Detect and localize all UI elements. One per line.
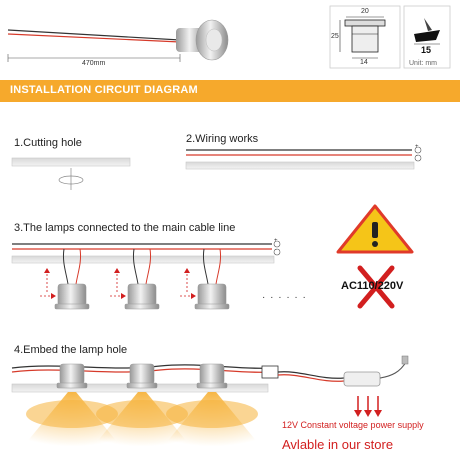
unit-label: Unit: mm [409, 60, 437, 67]
more-lamps-ellipsis: · · · · · · [262, 292, 307, 303]
step3-main-cable [11, 240, 281, 264]
step3-title: 3.The lamps connected to the main cable … [14, 222, 236, 234]
step2-minus-terminal: - [416, 153, 418, 159]
warning-sign [336, 204, 414, 254]
step2-plus-terminal: + [415, 144, 419, 150]
step1-title: 1.Cutting hole [14, 137, 82, 149]
store-availability: Avlable in our store [282, 437, 394, 452]
power-supply-wiring [261, 355, 409, 417]
step3-minus-terminal: - [275, 247, 277, 253]
step3-lamp [110, 248, 160, 310]
power-supply-unit [343, 371, 381, 387]
dim-height-label: 25 [331, 33, 339, 40]
step3-plus-terminal: + [274, 238, 278, 244]
step3-lamp [180, 248, 230, 310]
step3-lamp [40, 248, 90, 310]
dim-top-label: 20 [361, 8, 369, 15]
product-photo [7, 19, 229, 62]
hole-size-icon [403, 5, 451, 69]
step4-lamps [12, 363, 272, 460]
power-supply-note: 12V Constant voltage power supply [282, 420, 424, 430]
step3-lamps [40, 248, 230, 310]
hole-size-label: 15 [421, 45, 432, 55]
dim-bottom-label: 14 [360, 59, 368, 66]
dimension-drawing [329, 5, 401, 69]
step2-title: 2.Wiring works [186, 133, 259, 145]
section-banner [0, 80, 460, 102]
banner-title: INSTALLATION CIRCUIT DIAGRAM [10, 84, 198, 96]
ac-voltage-label: AC110/220V [341, 280, 404, 292]
step2-wiring [185, 146, 422, 170]
cable-length-label: 470mm [82, 60, 106, 67]
step4-title: 4.Embed the lamp hole [14, 344, 128, 356]
step4-lamp [152, 363, 272, 460]
step1-ceiling-board [11, 157, 131, 190]
voltage-cross [357, 265, 395, 309]
